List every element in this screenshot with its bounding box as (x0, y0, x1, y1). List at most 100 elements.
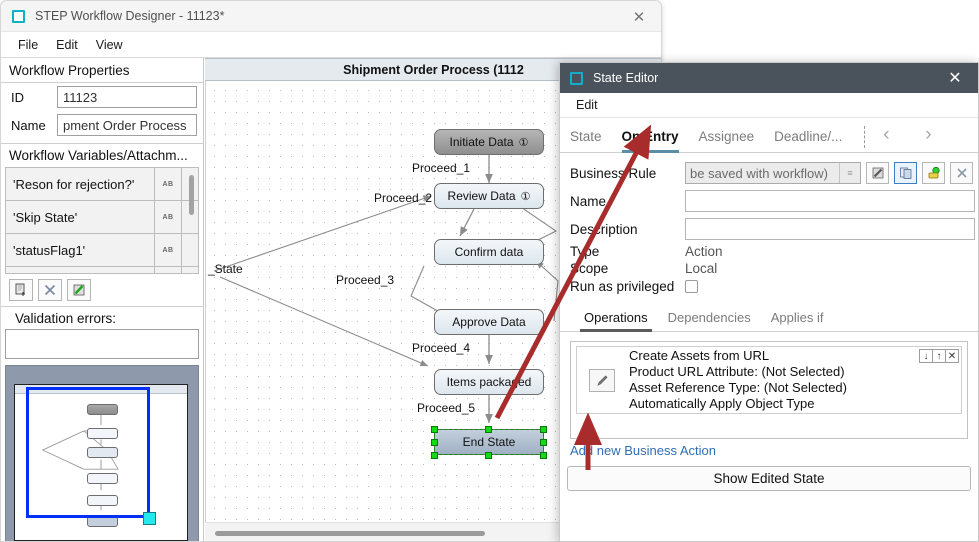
workflow-properties-panel: Workflow Properties ID 11123 Name pment … (1, 58, 204, 541)
tab-prev-icon[interactable]: ‹ (883, 124, 890, 145)
operation-controls: ↓ ↑ ✕ (919, 349, 959, 363)
node-review-data[interactable]: Review Data ① (434, 183, 544, 209)
edit-rule-icon[interactable] (866, 162, 889, 184)
close-icon[interactable]: ✕ (632, 8, 646, 26)
delete-variable-button[interactable] (38, 279, 62, 301)
edge-label-proceed-4: Proceed_4 (412, 341, 471, 355)
menu-item-edit[interactable]: Edit (56, 37, 78, 52)
tab-deadline[interactable]: Deadline/... (774, 129, 843, 144)
run-as-privileged-checkbox[interactable] (685, 280, 698, 293)
variable-type-badge (155, 267, 182, 273)
state-editor-title: State Editor (593, 71, 659, 85)
resize-handle-s[interactable] (485, 452, 492, 459)
copy-rule-icon[interactable] (894, 162, 917, 184)
new-variable-button[interactable] (9, 279, 33, 301)
resize-handle-w[interactable] (431, 439, 438, 446)
menu-item-view[interactable]: View (95, 37, 123, 52)
node-confirm-data[interactable]: Confirm data (434, 239, 544, 265)
subtab-applies-if[interactable]: Applies if (770, 310, 824, 325)
list-picker-icon[interactable]: ≡ (839, 163, 860, 183)
dialog-window-icon (570, 71, 583, 85)
resize-handle-se[interactable] (540, 452, 547, 459)
minimap-node (87, 447, 118, 458)
state-editor-tabs: State On Entry Assignee Deadline/... ‹ › (560, 118, 978, 153)
subtab-dependencies[interactable]: Dependencies (667, 310, 751, 325)
validation-errors-heading: Validation errors: (15, 311, 117, 326)
node-approve-data[interactable]: Approve Data (434, 309, 544, 335)
operation-details: Create Assets from URL Product URL Attri… (629, 348, 847, 412)
edit-operation-button[interactable] (589, 368, 615, 392)
tab-next-icon[interactable]: › (925, 124, 932, 145)
pencil-icon (596, 375, 607, 386)
node-label: Items packaged (446, 375, 532, 389)
minimap-resize-handle[interactable] (143, 512, 156, 525)
remove-operation-icon[interactable]: ✕ (945, 349, 959, 363)
name-input[interactable]: pment Order Process (57, 114, 197, 136)
node-label: Confirm data (454, 245, 524, 259)
table-row[interactable]: 'Skip State' AB (6, 201, 198, 234)
minimap-node (87, 428, 118, 439)
node-label: Initiate Data (449, 135, 514, 149)
gear-plug-icon (928, 166, 940, 179)
resize-handle-sw[interactable] (431, 452, 438, 459)
node-end-state[interactable]: End State (434, 429, 544, 455)
workflow-variables-heading: Workflow Variables/Attachm... (9, 148, 188, 163)
node-items-packaged[interactable]: Items packaged (434, 369, 544, 395)
resize-handle-ne[interactable] (540, 426, 547, 433)
name-input[interactable] (685, 190, 975, 212)
name-row: Name (560, 187, 978, 215)
horizontal-scrollbar-thumb[interactable] (215, 531, 485, 536)
name-label: Name (11, 117, 46, 133)
move-down-icon[interactable]: ↓ (919, 349, 933, 363)
new-rule-icon[interactable] (922, 162, 945, 184)
pencil-edit-icon (73, 284, 85, 296)
business-rule-combo[interactable]: be saved with workflow) ≡ (685, 162, 861, 184)
minimap-page (14, 384, 188, 541)
variable-name (6, 267, 155, 273)
table-row[interactable]: 'statusFlag1' AB (6, 234, 198, 267)
minimap-node (87, 495, 118, 506)
resize-handle-e[interactable] (540, 439, 547, 446)
edit-variable-button[interactable] (67, 279, 91, 301)
scope-row: Scope Local (560, 260, 978, 277)
variable-name: 'Skip State' (6, 201, 155, 233)
resize-handle-nw[interactable] (431, 426, 438, 433)
tab-on-entry[interactable]: On Entry (612, 129, 689, 153)
resize-handle-n[interactable] (485, 426, 492, 433)
id-label: ID (11, 89, 24, 105)
close-icon[interactable]: ✕ (948, 70, 962, 87)
clear-rule-icon[interactable] (950, 162, 973, 184)
operation-line: Automatically Apply Object Type (629, 396, 815, 411)
clock-icon: ① (520, 190, 531, 203)
operation-item[interactable]: Create Assets from URL Product URL Attri… (576, 346, 962, 414)
vertical-scrollbar[interactable] (189, 175, 194, 215)
minimap-viewport-rect[interactable] (26, 387, 150, 518)
tab-state[interactable]: State (570, 129, 602, 144)
variable-name: 'Reson for rejection?' (6, 168, 155, 200)
node-initiate-data[interactable]: Initiate Data ① (434, 129, 544, 155)
scope-value: Local (685, 261, 718, 276)
tab-assignee[interactable]: Assignee (698, 129, 755, 144)
show-edited-state-button[interactable]: Show Edited State (567, 466, 971, 491)
minimap[interactable] (5, 365, 199, 541)
main-titlebar: STEP Workflow Designer - 11123* ✕ (1, 1, 661, 32)
description-label: Description (570, 221, 638, 237)
move-up-icon[interactable]: ↑ (932, 349, 946, 363)
run-as-privileged-label: Run as privileged (570, 279, 675, 294)
add-new-business-action-link[interactable]: Add new Business Action (570, 443, 716, 458)
description-input[interactable] (685, 218, 975, 240)
id-input[interactable]: 11123 (57, 86, 197, 108)
table-row[interactable] (6, 267, 198, 273)
field-row-id: ID 11123 (1, 83, 203, 111)
horizontal-scrollbar[interactable] (205, 522, 661, 541)
table-row[interactable]: 'Reson for rejection?' AB (6, 168, 198, 201)
close-x-icon (44, 284, 56, 296)
operation-line: Create Assets from URL (629, 348, 770, 363)
subtab-operations[interactable]: Operations (574, 310, 658, 332)
workflow-variables-table[interactable]: 'Reson for rejection?' AB 'Skip State' A… (5, 167, 199, 274)
variable-type-badge: AB (155, 234, 182, 266)
pencil-square-icon (872, 167, 883, 179)
menu-item-file[interactable]: File (18, 37, 39, 52)
menu-item-edit[interactable]: Edit (576, 98, 598, 112)
workflow-properties-heading: Workflow Properties (9, 63, 130, 78)
